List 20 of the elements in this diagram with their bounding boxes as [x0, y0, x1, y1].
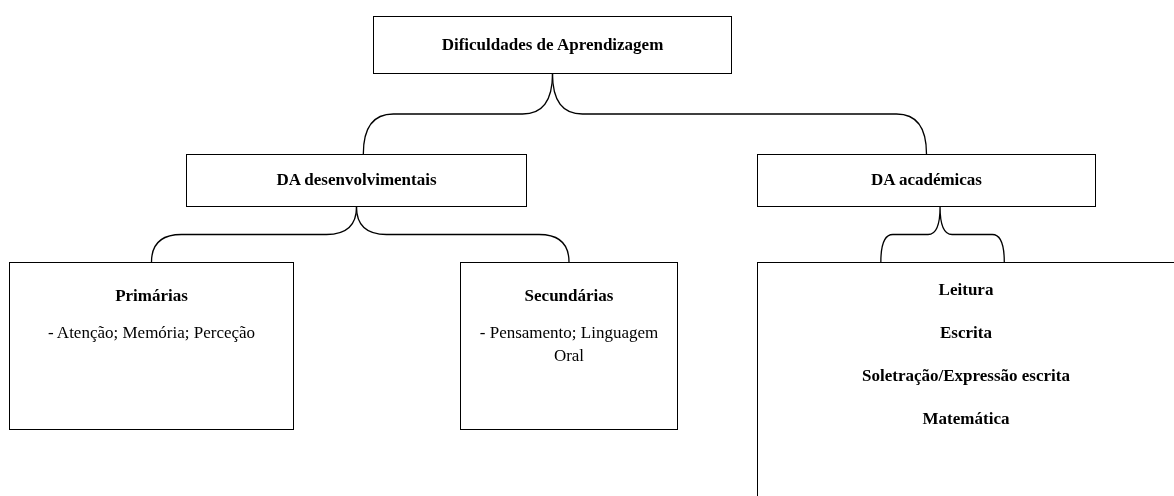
list-item: Leitura — [937, 279, 995, 301]
curly-brace-connector — [880, 206, 1005, 263]
list-item: Matemática — [921, 407, 1011, 430]
text-box — [757, 154, 1096, 207]
description: - Pensamento; Linguagem Oral — [478, 321, 660, 367]
text-box — [460, 262, 678, 430]
text-box — [9, 262, 294, 430]
text-box — [373, 16, 732, 74]
text-box — [186, 154, 527, 207]
text-box — [757, 262, 1174, 496]
list-item: Escrita — [939, 321, 993, 344]
list-item: Soletração/Expressão escrita — [861, 364, 1071, 387]
heading: DA desenvolvimentais — [275, 169, 438, 192]
heading: DA académicas — [870, 169, 983, 192]
heading: Dificuldades de Aprendizagem — [440, 33, 665, 56]
curved-connector — [551, 73, 928, 155]
heading: Secundárias — [523, 285, 615, 307]
heading: Primárias — [114, 285, 189, 307]
curved-connector — [355, 206, 570, 263]
description: - Atenção; Memória; Perceção — [46, 321, 257, 344]
